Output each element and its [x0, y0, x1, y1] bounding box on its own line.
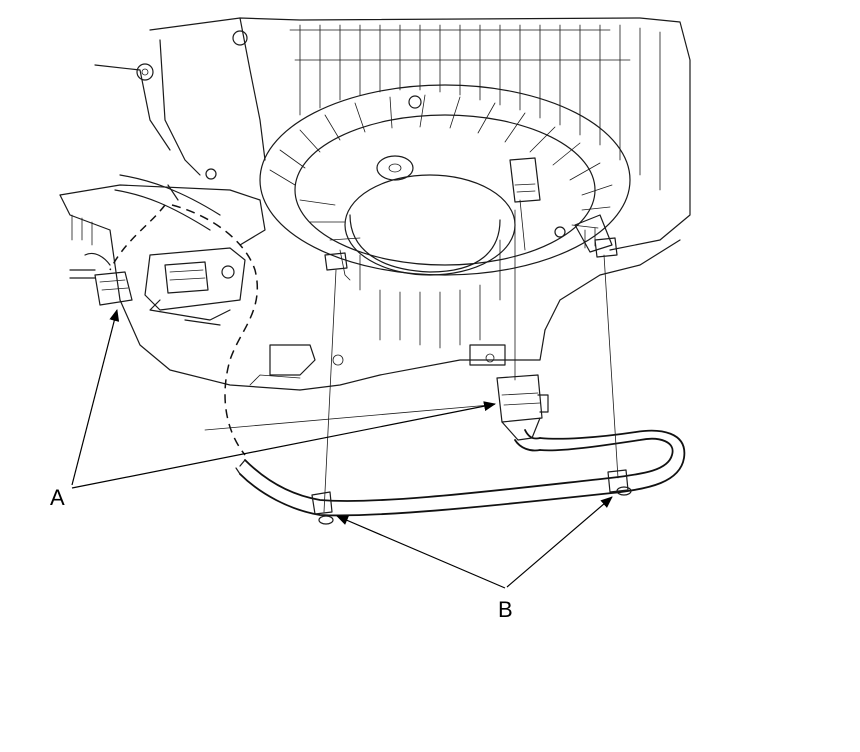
callout-a: A	[50, 309, 496, 510]
callout-b: B	[336, 496, 613, 622]
resistor-connectors	[69, 174, 246, 326]
clip-guide-left	[323, 269, 337, 513]
callout-b-leader-to-left-clip	[336, 515, 506, 589]
fan-motor-connector	[509, 157, 613, 253]
harness-connector	[496, 374, 543, 423]
harness-clip-right	[607, 469, 629, 493]
clip-hole-left	[318, 515, 334, 525]
harness-clip-left	[311, 491, 333, 515]
callout-a-label: A	[50, 485, 65, 510]
wire-harness	[109, 204, 686, 525]
harness-hidden-route-branch	[109, 204, 166, 271]
blower-housing	[59, 17, 691, 431]
clip-hole-right	[616, 486, 632, 496]
clip-guide-right	[603, 254, 619, 479]
callout-a-leader-to-left-connector	[71, 309, 120, 486]
callout-a-leader-to-harness-connector	[71, 401, 496, 489]
harness-hidden-route	[171, 204, 259, 456]
callout-b-label: B	[498, 597, 513, 622]
blower-fan	[259, 84, 631, 349]
callout-b-leader-to-right-clip	[506, 496, 613, 588]
